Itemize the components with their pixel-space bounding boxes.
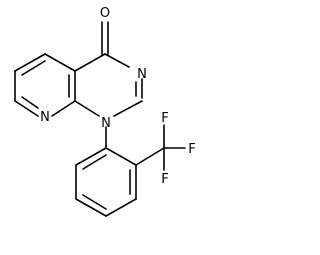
bond (113, 100, 143, 117)
bond (14, 100, 39, 117)
atom-label-n-substituted: N (101, 116, 111, 131)
pyridine-ring (14, 53, 76, 117)
bond (44, 53, 76, 72)
double-bond-inner (21, 96, 39, 109)
bond (74, 53, 106, 72)
double-bond-inner (82, 154, 107, 170)
phenyl-ring (75, 147, 137, 217)
atom-label-n-top: N (137, 67, 147, 82)
bond (51, 100, 76, 117)
bond (74, 100, 100, 117)
bond (105, 147, 137, 166)
double-bond-inner (82, 194, 107, 210)
bond (14, 53, 46, 72)
atom-label-f-bottom: F (161, 172, 168, 187)
double-bond-inner (21, 60, 46, 76)
bond (75, 147, 107, 166)
atom-label-oxygen: O (100, 6, 110, 21)
atom-label-n-pyridine: N (40, 110, 50, 125)
bond (104, 53, 130, 68)
atom-label-f-right: F (188, 142, 195, 157)
pyrimidinone-ring (74, 21, 143, 117)
bond (105, 198, 137, 217)
bond (135, 147, 165, 166)
atom-label-f-top: F (161, 111, 168, 126)
trifluoromethyl-group (135, 124, 186, 171)
bond (75, 198, 107, 217)
molecule-diagram: O N N N F F F (14, 6, 196, 217)
